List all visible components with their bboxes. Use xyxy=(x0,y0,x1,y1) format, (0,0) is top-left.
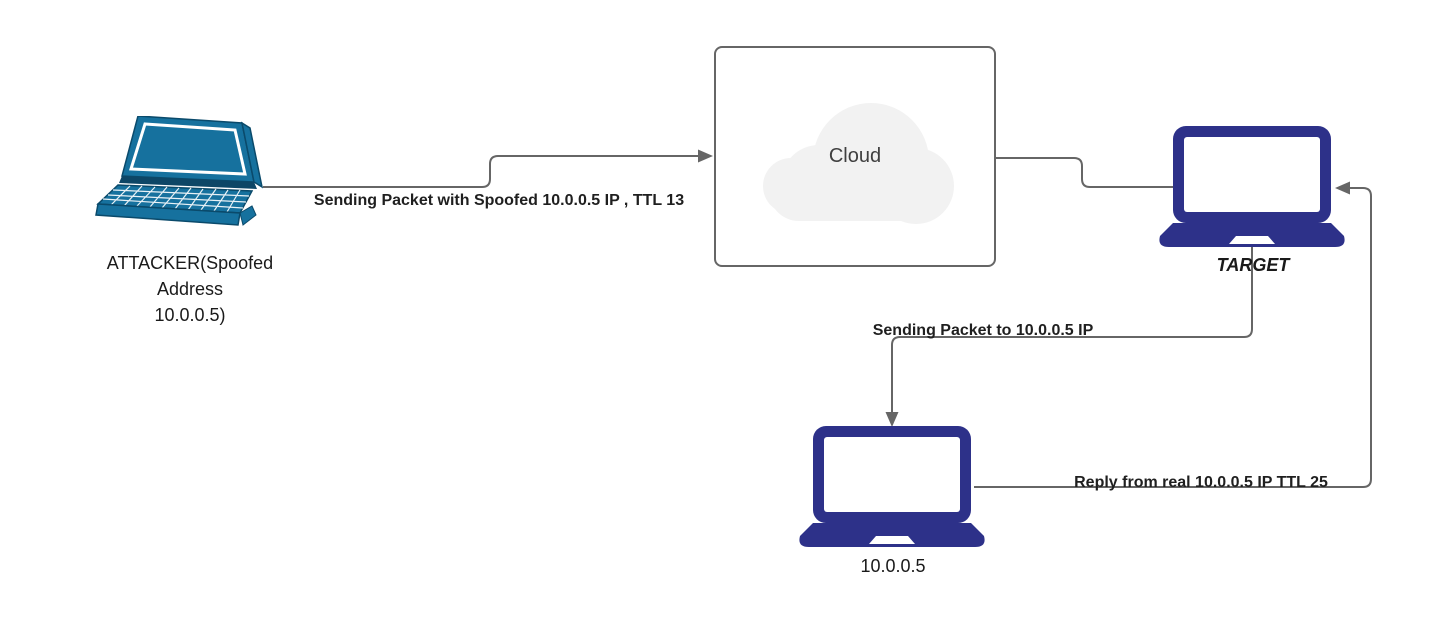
real-host-node-label: 10.0.0.5 xyxy=(860,556,926,576)
attacker-label-line1: ATTACKER(Spoofed xyxy=(106,253,274,273)
edge-label-sending-packet: Sending Packet to 10.0.0.5 IP xyxy=(872,322,1094,339)
cloud-node-label: Cloud xyxy=(828,145,882,167)
edge-attacker-to-cloud xyxy=(263,155,698,188)
attacker-label-line3: 10.0.0.5) xyxy=(154,305,226,325)
arrowhead-right-icon xyxy=(698,149,713,163)
cloud-icon xyxy=(759,101,959,224)
arrowhead-down-icon xyxy=(885,412,899,427)
edge-label-reply: Reply from real 10.0.0.5 IP TTL 25 xyxy=(1074,474,1328,491)
attacker-node-label: ATTACKER(Spoofed Address 10.0.0.5) xyxy=(65,250,315,328)
edge-label-spoofed-packet: Sending Packet with Spoofed 10.0.0.5 IP … xyxy=(313,192,685,209)
edge-cloud-to-target xyxy=(996,157,1174,188)
laptop-3d-icon xyxy=(95,116,264,226)
laptop-icon xyxy=(1159,126,1345,247)
attacker-label-line2: Address xyxy=(156,279,224,299)
laptop-icon xyxy=(799,426,985,547)
cloud-container-box: Cloud xyxy=(714,46,996,267)
target-node-label: TARGET xyxy=(1216,255,1290,275)
